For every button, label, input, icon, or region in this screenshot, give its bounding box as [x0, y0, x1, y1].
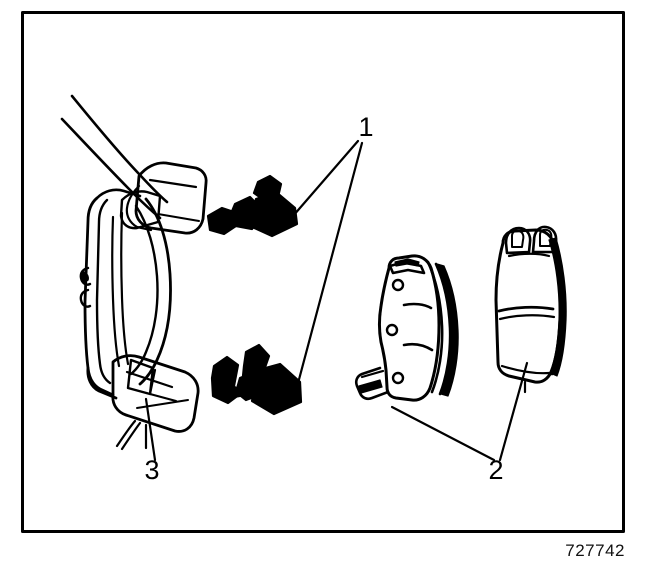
leader-lines [144, 139, 529, 462]
callout-label-3: 3 [144, 455, 159, 485]
brake-pad-outer [494, 225, 567, 394]
brake-pad-inner [354, 254, 459, 402]
clip-lower [210, 343, 303, 416]
clip-upper [206, 174, 299, 238]
callout-label-1: 1 [358, 112, 373, 142]
figure-number: 727742 [565, 541, 625, 560]
diagram-frame [21, 11, 625, 533]
caliper-bracket [79, 161, 208, 451]
callout-label-2: 2 [488, 455, 503, 485]
